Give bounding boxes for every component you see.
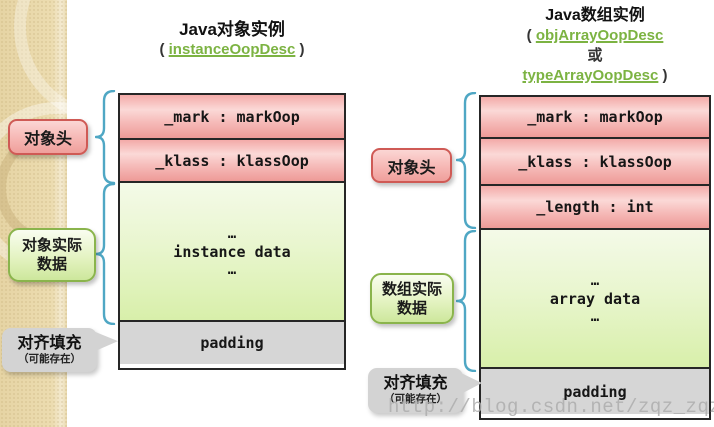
ellipsis-top: … [227, 225, 237, 242]
object-instance-data-area: … instance data … [120, 183, 344, 322]
array-data-area: … array data … [481, 230, 709, 369]
array-data-label: 数组实际 数据 [370, 273, 454, 324]
array-row-mark: _mark : markOop [481, 97, 709, 139]
array-title-text: Java数组实例 [545, 7, 645, 24]
ellipsis-bottom: … [227, 261, 237, 278]
array-data-text: array data [549, 289, 641, 308]
objArrayOopDesc-link[interactable]: objArrayOopDesc [535, 27, 664, 44]
paren: ( [526, 27, 532, 44]
array-align-label: 对齐填充 [383, 375, 448, 392]
array-subtitle-line2: typeArrayOopDesc ) [478, 66, 712, 86]
object-align-bubble: 对齐填充 （可能存在） [2, 328, 97, 372]
array-align-bubble: 对齐填充 （可能存在） [368, 368, 463, 413]
object-row-klass: _klass : klassOop [120, 140, 344, 183]
object-data-label-line2: 数据 [36, 256, 67, 273]
array-memory-box: _mark : markOop _klass : klassOop _lengt… [479, 95, 711, 420]
array-data-label-line2: 数据 [396, 299, 427, 317]
object-diagram-title: Java对象实例 ( instanceOopDesc ) [118, 20, 346, 60]
ellipsis-bottom: … [590, 308, 600, 325]
object-align-label: 对齐填充 [17, 334, 82, 352]
array-subtitle-line1: ( objArrayOopDesc [478, 26, 712, 46]
array-header-label: 对象头 [371, 148, 452, 183]
object-align-note: （可能存在） [18, 352, 81, 365]
object-padding-row: padding [120, 322, 344, 364]
object-subtitle: ( instanceOopDesc ) [118, 40, 346, 60]
object-data-label-line1: 对象实际 [21, 237, 82, 254]
paren: ) [662, 67, 668, 84]
array-data-brace [456, 230, 477, 372]
array-subtitle-or: 或 [587, 47, 603, 64]
array-row-klass: _klass : klassOop [481, 139, 709, 186]
array-padding-row: padding [481, 369, 709, 414]
array-diagram-title: Java数组实例 ( objArrayOopDesc 或 typeArrayOo… [478, 6, 712, 86]
array-header-brace [456, 92, 477, 229]
object-bubble-tail [93, 331, 118, 352]
instance-data-text: instance data [173, 242, 291, 261]
object-row-mark: _mark : markOop [120, 95, 344, 140]
object-header-label: 对象头 [8, 119, 88, 155]
array-row-length: _length : int [481, 186, 709, 230]
ellipsis-top: … [590, 272, 600, 289]
paren: ( [159, 41, 165, 58]
object-data-brace [95, 183, 116, 325]
object-memory-box: _mark : markOop _klass : klassOop … inst… [118, 93, 346, 370]
instanceOopDesc-link[interactable]: instanceOopDesc [168, 41, 296, 58]
object-header-brace [95, 90, 116, 184]
typeArrayOopDesc-link[interactable]: typeArrayOopDesc [522, 67, 659, 84]
object-data-label: 对象实际 数据 [8, 228, 96, 282]
array-data-label-line1: 数组实际 [381, 280, 442, 298]
paren: ) [299, 41, 305, 58]
array-align-note: （可能存在） [384, 393, 447, 405]
object-title-text: Java对象实例 [179, 20, 285, 39]
